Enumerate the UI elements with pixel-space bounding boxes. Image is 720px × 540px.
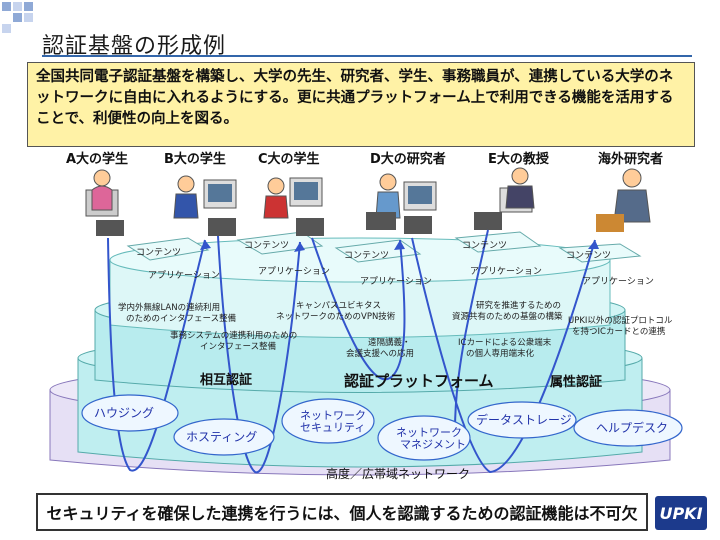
application-label-1: アプリケーション: [148, 270, 220, 281]
content-hexes: [126, 231, 642, 263]
service-label-hosting: ホスティング: [186, 430, 257, 444]
service-label-network-mgmt-1: ネットワーク: [396, 426, 462, 439]
feature-text: キャンパスユビキタス: [296, 301, 381, 311]
user-figure-d: [366, 173, 437, 234]
feature-text: 事務システムの連携利用のための: [170, 330, 297, 341]
page-title: 認証基盤の形成例: [42, 34, 227, 59]
service-label-housing: ハウジング: [94, 406, 154, 420]
user-label-c-student: C大の学生: [258, 152, 320, 167]
intro-text-box: 全国共同電子認証基盤を構築し、大学の先生、研究者、学生、事務職員が、連携している…: [27, 62, 695, 147]
feature-text: のためのインタフェース整備: [126, 313, 237, 324]
application-label-3: アプリケーション: [360, 276, 432, 287]
service-labels: ハウジング ホスティング ネットワーク セキュリティ ネットワーク マネジメント…: [94, 406, 668, 451]
application-label-4: アプリケーション: [470, 266, 542, 277]
service-clouds: [81, 394, 683, 461]
feature-text: インタフェース整備: [200, 341, 277, 352]
user-label-b-student: B大の学生: [164, 152, 226, 167]
user-label-overseas-researcher: 海外研究者: [598, 152, 664, 167]
feature-text: 資源共有のための基盤の構築: [452, 311, 563, 322]
connection-arrows: [107, 229, 596, 474]
feature-texts: 学内外無線LANの連続利用 のためのインタフェース整備 キャンパスユビキタス ネ…: [118, 300, 673, 359]
service-label-data-storage: データストレージ: [476, 412, 572, 427]
bottom-message-box: セキュリティを確保した連携を行うには、個人を認識するための認証機能は不可欠: [36, 493, 648, 531]
user-label-e-professor: E大の教授: [488, 152, 549, 167]
feature-text: UPKI以外の認証プロトコル: [568, 315, 673, 326]
feature-text: の個人専用端末化: [466, 348, 535, 359]
application-label-5: アプリケーション: [582, 276, 654, 287]
service-label-network-mgmt-2: マネジメント: [400, 438, 466, 451]
user-figure-b: [173, 175, 237, 236]
attribute-auth-label: 属性認証: [550, 374, 602, 390]
service-label-network-security-2: セキュリティ: [300, 421, 365, 434]
platform-labels: 相互認証 認証プラットフォーム 属性認証: [200, 372, 602, 390]
user-figure-a: [85, 169, 124, 236]
service-label-network-security-1: ネットワーク: [300, 409, 366, 422]
content-label-3: コンテンツ: [344, 250, 389, 261]
application-label-2: アプリケーション: [258, 266, 330, 277]
user-figure-e: [474, 167, 535, 230]
feature-text: 会議支援への応用: [346, 348, 414, 359]
content-label-1: コンテンツ: [136, 247, 181, 258]
mutual-auth-label: 相互認証: [200, 372, 252, 388]
auth-platform-diagram: コンテンツ コンテンツ コンテンツ コンテンツ コンテンツ アプリケーション ア…: [49, 167, 683, 481]
layer-text-labels: コンテンツ コンテンツ コンテンツ コンテンツ コンテンツ アプリケーション ア…: [136, 240, 654, 287]
user-label-d-researcher: D大の研究者: [370, 152, 446, 167]
service-label-helpdesk: ヘルプデスク: [596, 420, 668, 435]
feature-text: 遠隔講義・: [368, 337, 411, 348]
user-label-a-student: A大の学生: [66, 152, 129, 167]
content-label-4: コンテンツ: [462, 240, 507, 251]
user-figure-c: [263, 177, 324, 236]
user-figure-overseas: [596, 168, 651, 232]
arrow-heads: [200, 240, 599, 252]
feature-text: 研究を推進するための: [476, 300, 561, 311]
auth-platform-label: 認証プラットフォーム: [344, 372, 494, 390]
corner-decoration-squares: [2, 2, 33, 33]
network-label: 高度／広帯域ネットワーク: [326, 466, 470, 481]
feature-text: 学内外無線LANの連続利用: [118, 302, 220, 313]
feature-text: ICカードによる公衆端末: [458, 337, 552, 348]
upki-logo: UPKI: [655, 496, 707, 530]
feature-text: ネットワークのためのVPN技術: [276, 311, 396, 322]
feature-text: を持つICカードとの連携: [572, 326, 665, 337]
content-label-2: コンテンツ: [244, 240, 289, 251]
content-label-5: コンテンツ: [566, 250, 611, 261]
title-underline: [42, 55, 692, 57]
